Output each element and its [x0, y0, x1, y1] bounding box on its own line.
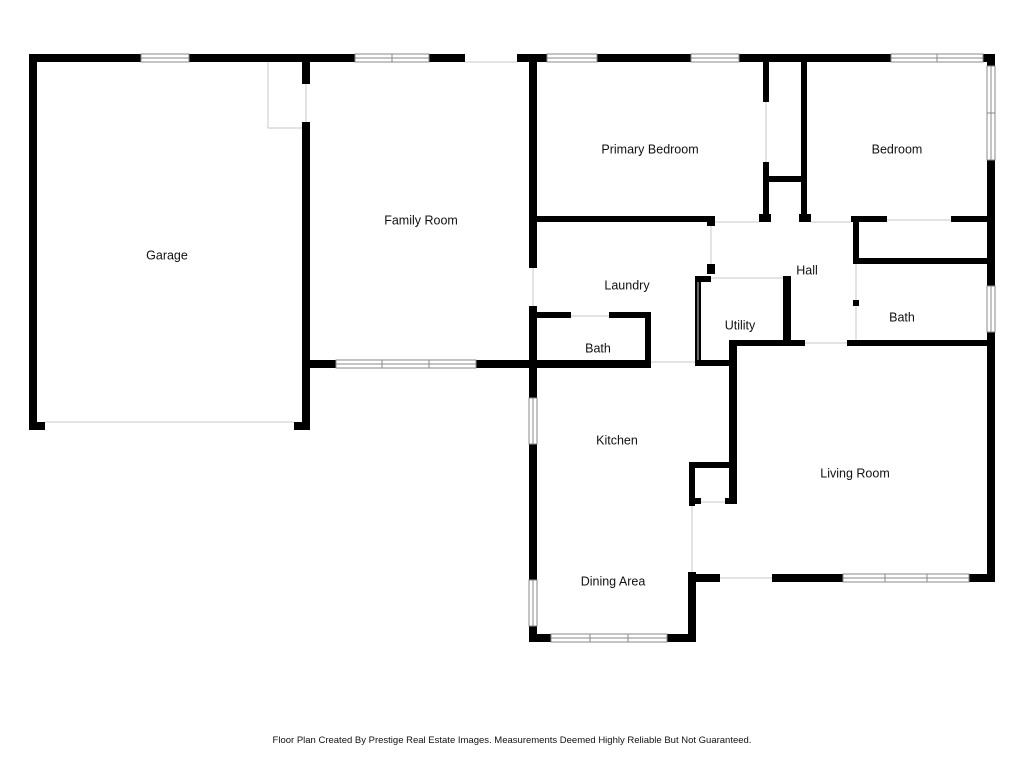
window-living-bottom	[842, 573, 970, 583]
room-label-living-room: Living Room	[820, 466, 889, 480]
window-bath-right	[986, 285, 996, 333]
room-label-garage: Garage	[146, 248, 188, 262]
window-primary-bedroom-left	[546, 53, 598, 63]
window-primary-bedroom-right	[690, 53, 740, 63]
floor-plan-credit: Floor Plan Created By Prestige Real Esta…	[272, 735, 752, 746]
room-label-bedroom: Bedroom	[872, 142, 923, 156]
room-label-family-room: Family Room	[384, 213, 458, 227]
window-dining-bottom	[550, 633, 668, 643]
window-bedroom-top	[890, 53, 984, 63]
opening-lines	[45, 61, 951, 579]
window-kitchen-left	[528, 397, 538, 445]
window-family-top	[354, 53, 430, 63]
room-label-hall: Hall	[796, 263, 818, 277]
window-garage-top	[140, 53, 190, 63]
window-bedroom-right	[986, 65, 996, 161]
room-label-utility: Utility	[725, 318, 756, 332]
room-label-kitchen: Kitchen	[596, 433, 638, 447]
walls	[29, 54, 995, 642]
room-label-bath-right: Bath	[889, 310, 915, 324]
room-label-laundry: Laundry	[604, 278, 650, 292]
room-label-bath-left: Bath	[585, 341, 611, 355]
window-dining-left	[528, 579, 538, 627]
room-label-primary-bedroom: Primary Bedroom	[601, 142, 698, 156]
windows	[140, 53, 996, 643]
room-label-dining-area: Dining Area	[581, 574, 646, 588]
room-labels: Garage Family Room Primary Bedroom Bedro…	[146, 142, 922, 588]
window-family-bottom	[335, 359, 477, 369]
